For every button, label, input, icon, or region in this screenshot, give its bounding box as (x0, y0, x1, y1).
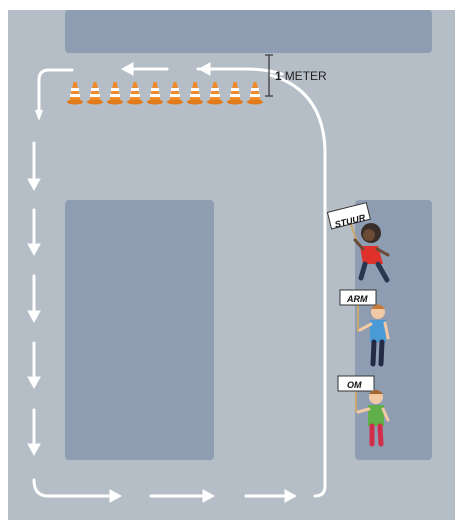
traffic-cone-icon (147, 82, 163, 105)
traffic-cone-icon (207, 82, 223, 105)
top-arrows (120, 62, 284, 76)
route-curve-right (268, 73, 327, 498)
traffic-cone-row (67, 82, 263, 105)
traffic-cone-icon (187, 82, 203, 105)
traffic-cone-icon (167, 82, 183, 105)
child-icon: ARM (339, 289, 390, 367)
traffic-cone-icon (107, 82, 123, 105)
traffic-cone-icon (67, 82, 83, 105)
center-building-block (65, 200, 214, 460)
traffic-cone-icon (127, 82, 143, 105)
bottom-right-arrows (32, 478, 298, 503)
traffic-cone-icon (87, 82, 103, 105)
traffic-cone-icon (247, 82, 263, 105)
route-line-left (37, 68, 74, 114)
arrow-left-icon (35, 109, 43, 121)
sign-text-arm: ARM (346, 294, 368, 304)
distance-unit: METER (285, 69, 327, 83)
sign-text-om: OM (347, 380, 362, 390)
distance-number: 1 (275, 69, 282, 83)
top-building-block (65, 10, 432, 53)
child-icon: OM (337, 375, 390, 447)
traffic-cone-icon (227, 82, 243, 105)
left-down-arrows (27, 141, 41, 457)
distance-marker (265, 54, 273, 97)
